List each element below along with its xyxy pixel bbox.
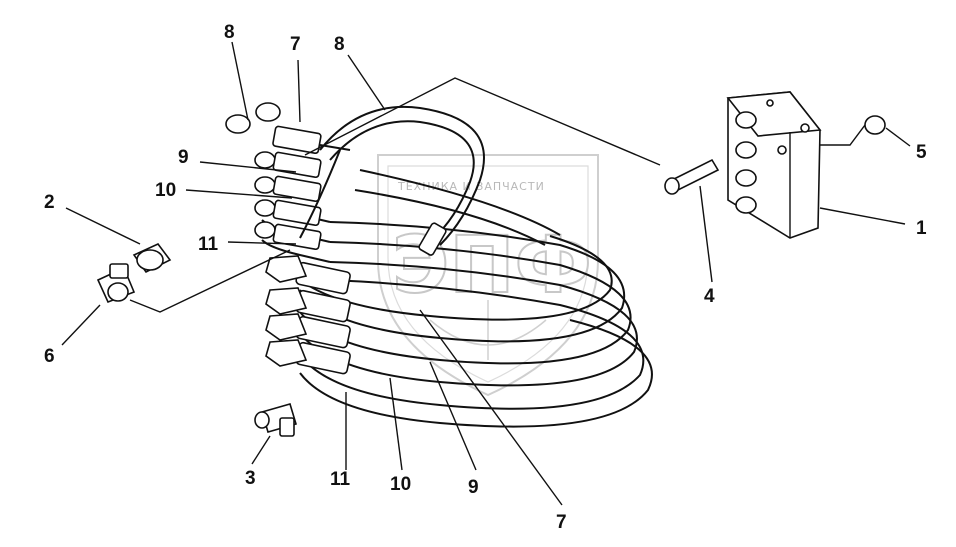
callout-8-top-left: 8: [224, 22, 235, 43]
callout-11-bottom: 11: [330, 469, 351, 490]
callout-3: 3: [245, 468, 256, 489]
callout-1: 1: [916, 218, 927, 239]
elbow-fitting-bottom: [254, 403, 297, 437]
callout-4: 4: [704, 286, 715, 307]
callout-10-bottom: 10: [390, 474, 411, 495]
upper-fittings: [225, 102, 322, 251]
callout-labels: 8 7 8 9 10 2 11 6 3 11 10 9 7 1 4 5: [44, 22, 927, 533]
callout-7-bottom: 7: [556, 512, 567, 533]
callout-9-bottom: 9: [468, 477, 479, 498]
adapter-fitting: [132, 243, 172, 274]
hose-8-loop: [299, 106, 485, 256]
callout-11-left: 11: [198, 234, 219, 255]
callout-10-left: 10: [155, 180, 176, 201]
callout-9-left: 9: [178, 147, 189, 168]
callout-5: 5: [916, 142, 927, 163]
bolt: [664, 158, 720, 195]
leader-lines: [61, 41, 911, 506]
o-ring: [864, 115, 886, 135]
callout-7-top: 7: [290, 34, 301, 55]
callout-2: 2: [44, 192, 55, 213]
callout-8-top: 8: [334, 34, 345, 55]
lower-hose-ferrules: [265, 255, 351, 375]
callout-6: 6: [44, 346, 55, 367]
elbow-fitting-left: [96, 263, 136, 304]
valve-block: [726, 91, 822, 239]
watermark-brand-text: ТЕХНИКА И ЗАПЧАСТИ: [397, 180, 545, 193]
